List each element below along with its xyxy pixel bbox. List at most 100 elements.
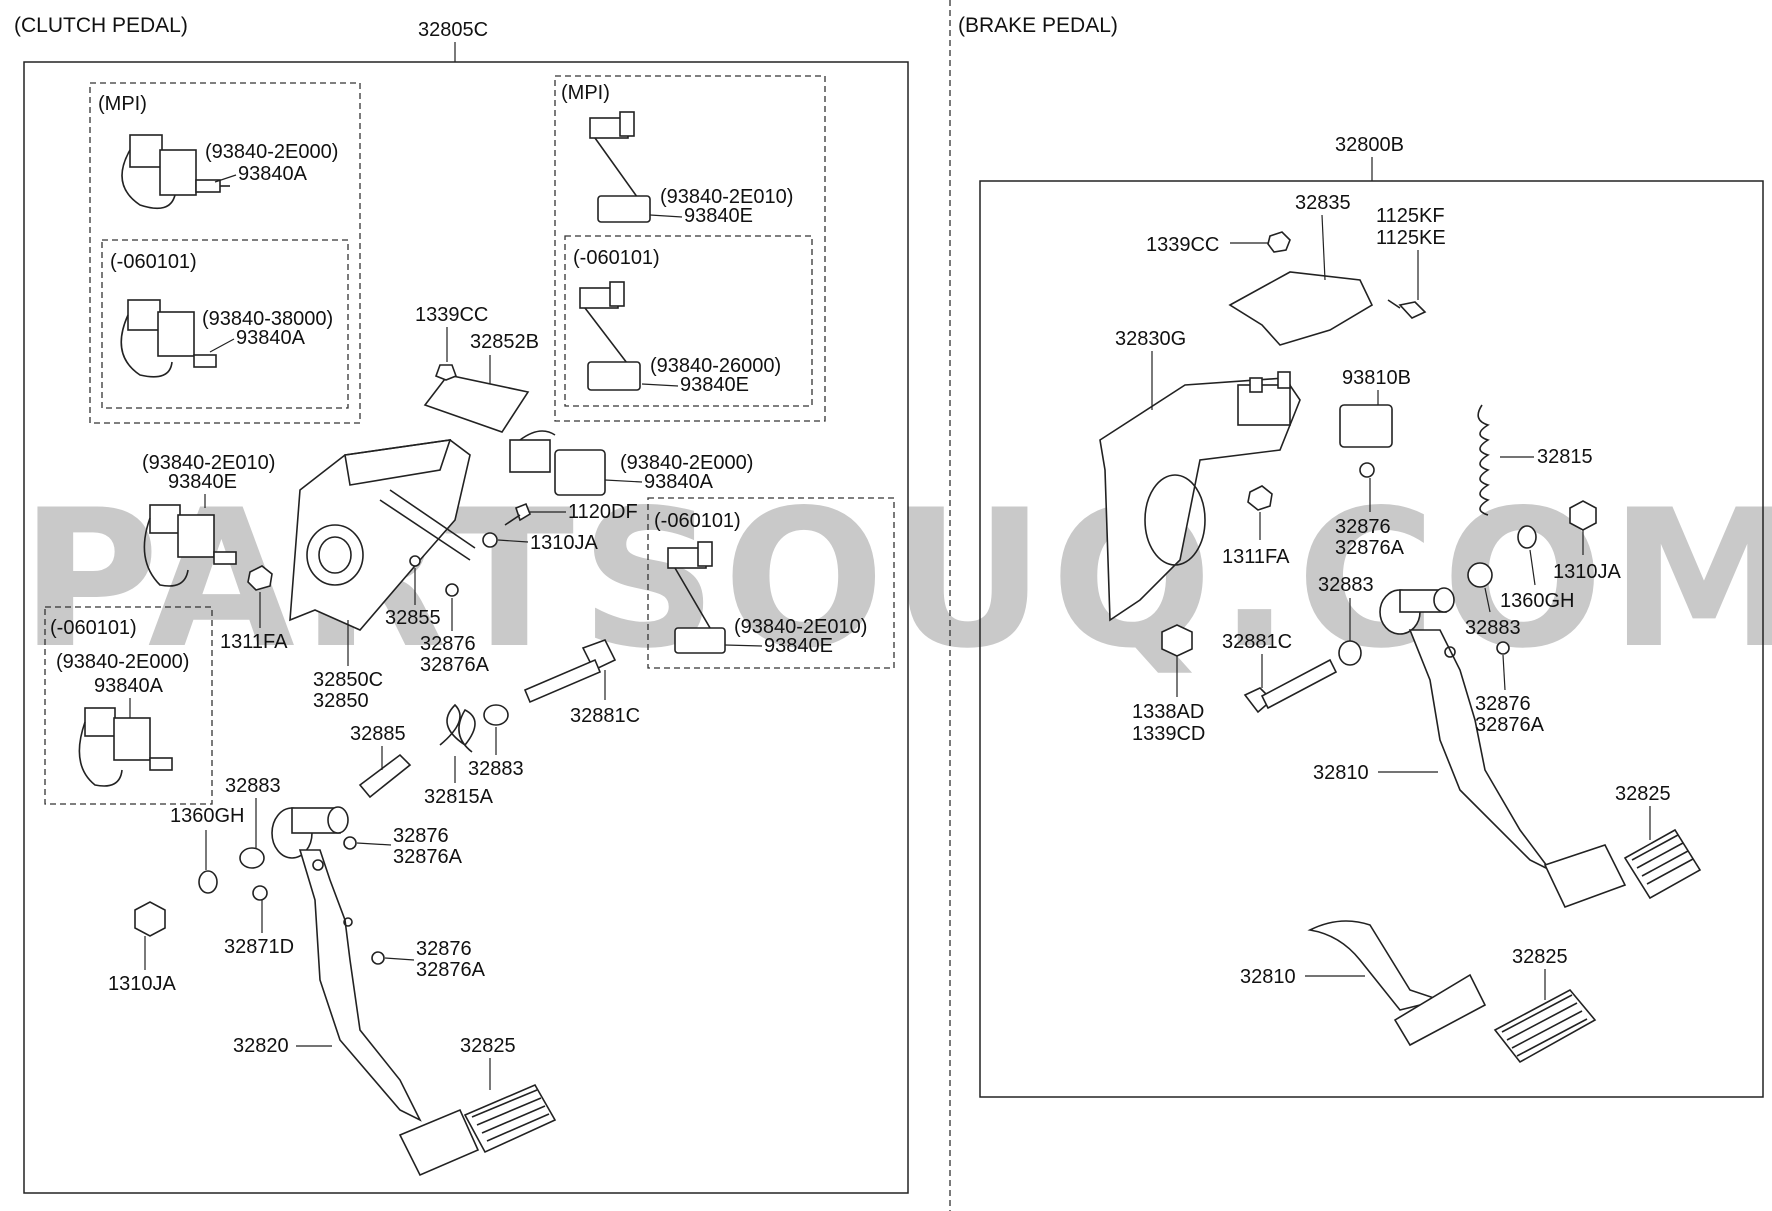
label-32815[interactable]: 32815	[1537, 446, 1593, 468]
label-32825-brake-b[interactable]: 32825	[1512, 946, 1568, 968]
label-1125kf[interactable]: 1125KF	[1376, 205, 1445, 227]
brake-pad-32825-a	[1623, 828, 1702, 900]
label-1339cc[interactable]: 1339CC	[415, 304, 488, 326]
box2-part[interactable]: 93840E	[684, 205, 753, 227]
brake-section-title: (BRAKE PEDAL)	[958, 14, 1118, 37]
label-1360gh-clutch[interactable]: 1360GH	[170, 805, 245, 827]
watermark: PARTSOUQ.COM	[20, 469, 1772, 690]
label-sw-e[interactable]: 93840E	[168, 471, 237, 493]
brake-bracket-32830g	[1099, 371, 1301, 622]
label-93810b[interactable]: 93810B	[1342, 367, 1411, 389]
label-32876-brake[interactable]: 32876	[1335, 516, 1391, 538]
switch-e-left-icon	[143, 504, 237, 587]
label-1310ja-b[interactable]: 1310JA	[108, 973, 176, 995]
box3-title: (-060101)	[654, 510, 741, 532]
label-1339cc-brake[interactable]: 1339CC	[1146, 234, 1219, 256]
label-32850c[interactable]: 32850C	[313, 669, 383, 691]
label-32885[interactable]: 32885	[350, 723, 406, 745]
label-32876-c[interactable]: 32876	[416, 938, 472, 960]
nut-1339cc	[434, 364, 458, 381]
label-32883-a[interactable]: 32883	[468, 758, 524, 780]
label-32876-a[interactable]: 32876	[420, 633, 476, 655]
nut-1311fa	[247, 565, 273, 591]
label-sw-a[interactable]: 93840A	[644, 471, 714, 493]
nut-1339cc-brake	[1267, 231, 1291, 253]
label-32881c-clutch[interactable]: 32881C	[570, 705, 640, 727]
spring-32815a	[439, 703, 476, 753]
box4-switch-a	[44, 606, 213, 805]
box1-part[interactable]: 93840A	[238, 163, 308, 185]
label-sw-e-alt[interactable]: (93840-2E010)	[142, 452, 275, 474]
box1-title: (MPI)	[98, 93, 147, 115]
switch-a-mid-icon	[509, 430, 606, 496]
switch-e-icon	[589, 111, 651, 223]
nut-1310ja-b	[134, 901, 166, 937]
label-32830g[interactable]: 32830G	[1115, 328, 1186, 350]
label-1125ke[interactable]: 1125KE	[1376, 227, 1446, 249]
label-32810-b[interactable]: 32810	[1240, 966, 1296, 988]
brake-pedal-at-32810	[1307, 920, 1487, 1047]
label-32825-clutch[interactable]: 32825	[460, 1035, 516, 1057]
label-1311fa-brake[interactable]: 1311FA	[1222, 546, 1290, 568]
label-1311fa-clutch[interactable]: 1311FA	[220, 631, 288, 653]
label-1338ad[interactable]: 1338AD	[1132, 701, 1204, 723]
label-32876a-b[interactable]: 32876A	[393, 846, 463, 868]
label-32883-brake-b[interactable]: 32883	[1465, 617, 1521, 639]
brake-assembly-label[interactable]: 32800B	[1335, 134, 1404, 156]
clutch-pedal-32820	[271, 806, 480, 1177]
label-32825-brake-a[interactable]: 32825	[1615, 783, 1671, 805]
mpi-switch-e-box	[554, 75, 826, 422]
box2-sub-title: (-060101)	[573, 247, 660, 269]
label-1120df[interactable]: 1120DF	[568, 501, 638, 523]
label-sw-a-alt[interactable]: (93840-2E000)	[620, 452, 753, 474]
sensor-93810b	[1339, 404, 1393, 448]
bracket-32835	[1228, 271, 1374, 346]
label-32852b[interactable]: 32852B	[470, 331, 539, 353]
label-32815a[interactable]: 32815A	[424, 786, 494, 808]
box1-sub-alt[interactable]: (93840-38000)	[202, 308, 333, 330]
box1-sub-part[interactable]: 93840A	[236, 327, 306, 349]
bracket-32852b	[423, 374, 530, 433]
box1-part-alt[interactable]: (93840-2E000)	[205, 141, 338, 163]
box2-sub-alt[interactable]: (93840-26000)	[650, 355, 781, 377]
label-32835[interactable]: 32835	[1295, 192, 1351, 214]
box2-sub-part[interactable]: 93840E	[680, 374, 749, 396]
box1-sub-title: (-060101)	[110, 251, 197, 273]
label-32883-b[interactable]: 32883	[225, 775, 281, 797]
box3-switch-e	[647, 497, 895, 669]
clutch-assembly-label[interactable]: 32805C	[418, 19, 488, 41]
label-32810-a[interactable]: 32810	[1313, 762, 1369, 784]
box4-alt[interactable]: (93840-2E000)	[56, 651, 189, 673]
box2-title: (MPI)	[561, 82, 610, 104]
label-32850[interactable]: 32850	[313, 690, 369, 712]
label-32881c-brake[interactable]: 32881C	[1222, 631, 1292, 653]
box4-part[interactable]: 93840A	[94, 675, 164, 697]
clutch-frame	[23, 61, 909, 1194]
label-32883-brake-a[interactable]: 32883	[1318, 574, 1374, 596]
clutch-pad-32825	[463, 1083, 557, 1154]
pin-32885	[358, 753, 412, 799]
label-32871d[interactable]: 32871D	[224, 936, 294, 958]
label-1339cd[interactable]: 1339CD	[1132, 723, 1205, 745]
brake-pedal-32810	[1379, 587, 1627, 909]
box3-part[interactable]: 93840E	[764, 635, 833, 657]
label-32820[interactable]: 32820	[233, 1035, 289, 1057]
label-1360gh-brake[interactable]: 1360GH	[1500, 590, 1575, 612]
box4-title: (-060101)	[50, 617, 137, 639]
label-32876a-brake-b[interactable]: 32876A	[1475, 714, 1545, 736]
label-32876-brake-b[interactable]: 32876	[1475, 693, 1531, 715]
spring-32815	[1477, 404, 1490, 516]
label-1310ja-a[interactable]: 1310JA	[530, 532, 598, 554]
switch-a-icon	[121, 134, 230, 210]
box2-part-alt[interactable]: (93840-2E010)	[660, 186, 793, 208]
brake-pad-32825-b	[1493, 988, 1597, 1064]
label-32855[interactable]: 32855	[385, 607, 441, 629]
brake-section: 32800B 32835 1339CC 1125KF 1125KE 32830G…	[979, 134, 1764, 1098]
label-32876a-brake[interactable]: 32876A	[1335, 537, 1405, 559]
label-32876a-c[interactable]: 32876A	[416, 959, 486, 981]
label-1310ja-brake[interactable]: 1310JA	[1553, 561, 1621, 583]
label-32876-b[interactable]: 32876	[393, 825, 449, 847]
box3-alt[interactable]: (93840-2E010)	[734, 616, 867, 638]
label-32876a-a[interactable]: 32876A	[420, 654, 490, 676]
